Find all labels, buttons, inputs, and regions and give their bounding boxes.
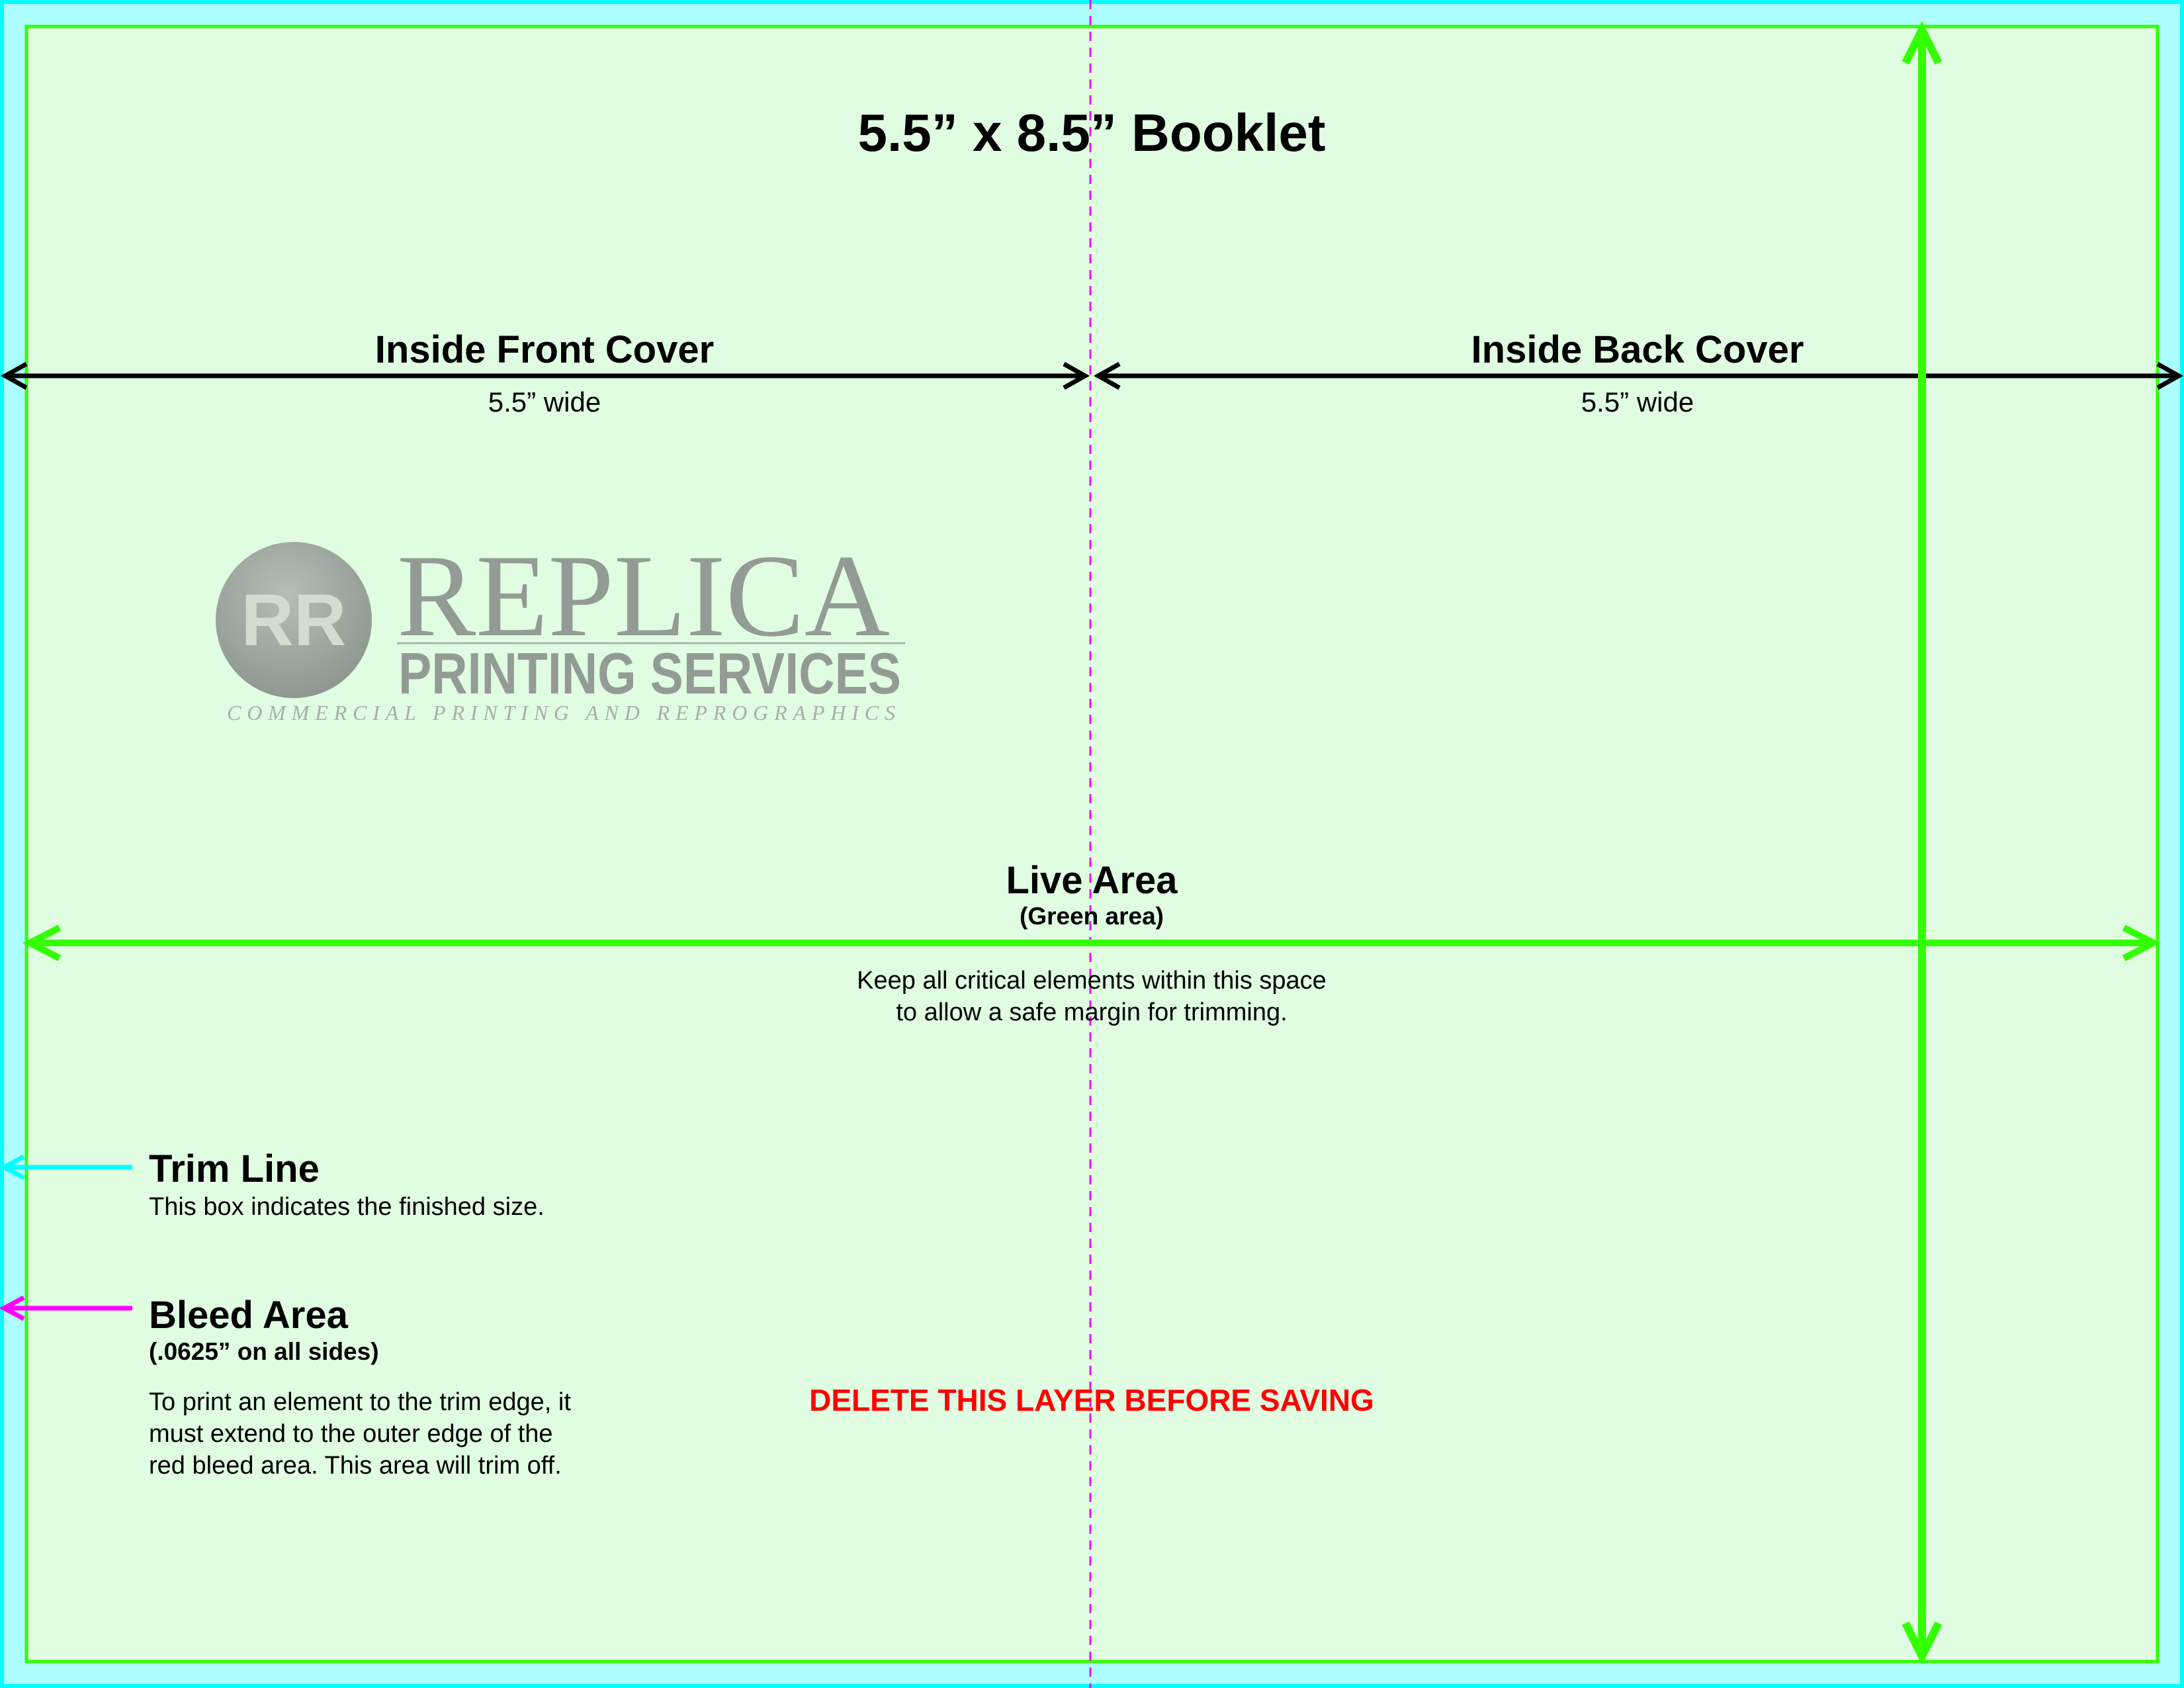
- panel-label-back: Inside Back Cover: [1471, 328, 1804, 371]
- page-title: 5.5” x 8.5” Booklet: [858, 103, 1326, 162]
- logo-monogram: RR: [241, 580, 347, 661]
- bleed-area-line1: To print an element to the trim edge, it: [149, 1388, 571, 1416]
- live-area-box: [24, 24, 2160, 1664]
- bleed-area-subtitle: (.0625” on all sides): [149, 1338, 379, 1365]
- trim-line-title: Trim Line: [149, 1147, 320, 1190]
- panel-label-front: Inside Front Cover: [375, 328, 714, 371]
- panel-width-front: 5.5” wide: [488, 386, 601, 418]
- live-area-subtitle: (Green area): [1020, 903, 1164, 930]
- logo-tagline: COMMERCIAL PRINTING AND REPROGRAPHICS: [227, 701, 895, 725]
- live-area-line1: Keep all critical elements within this s…: [857, 967, 1327, 995]
- logo-monogram-circle: [216, 542, 372, 698]
- horizontal-live-arrow: [22, 924, 2161, 961]
- logo-subtitle: PRINTING SERVICES: [398, 641, 901, 706]
- trim-line-arrow: [0, 1154, 132, 1180]
- panel-width-arrows: [0, 361, 2184, 390]
- vertical-live-arrow: [1901, 21, 1943, 1666]
- live-area-title: Live Area: [1006, 859, 1178, 902]
- bleed-area-line3: red bleed area. This area will trim off.: [149, 1452, 562, 1480]
- panel-width-back: 5.5” wide: [1581, 386, 1694, 418]
- company-logo: RR REPLICA PRINTING SERVICES COMMERCIAL …: [216, 530, 905, 725]
- logo-name: REPLICA: [397, 530, 890, 661]
- bleed-area-line2: must extend to the outer edge of the: [149, 1420, 553, 1448]
- delete-layer-warning: DELETE THIS LAYER BEFORE SAVING: [809, 1383, 1374, 1417]
- bleed-area-title: Bleed Area: [149, 1294, 349, 1337]
- live-area-line2: to allow a safe margin for trimming.: [896, 999, 1287, 1026]
- trim-line-description: This box indicates the finished size.: [149, 1193, 545, 1221]
- bleed-area-arrow: [0, 1295, 132, 1321]
